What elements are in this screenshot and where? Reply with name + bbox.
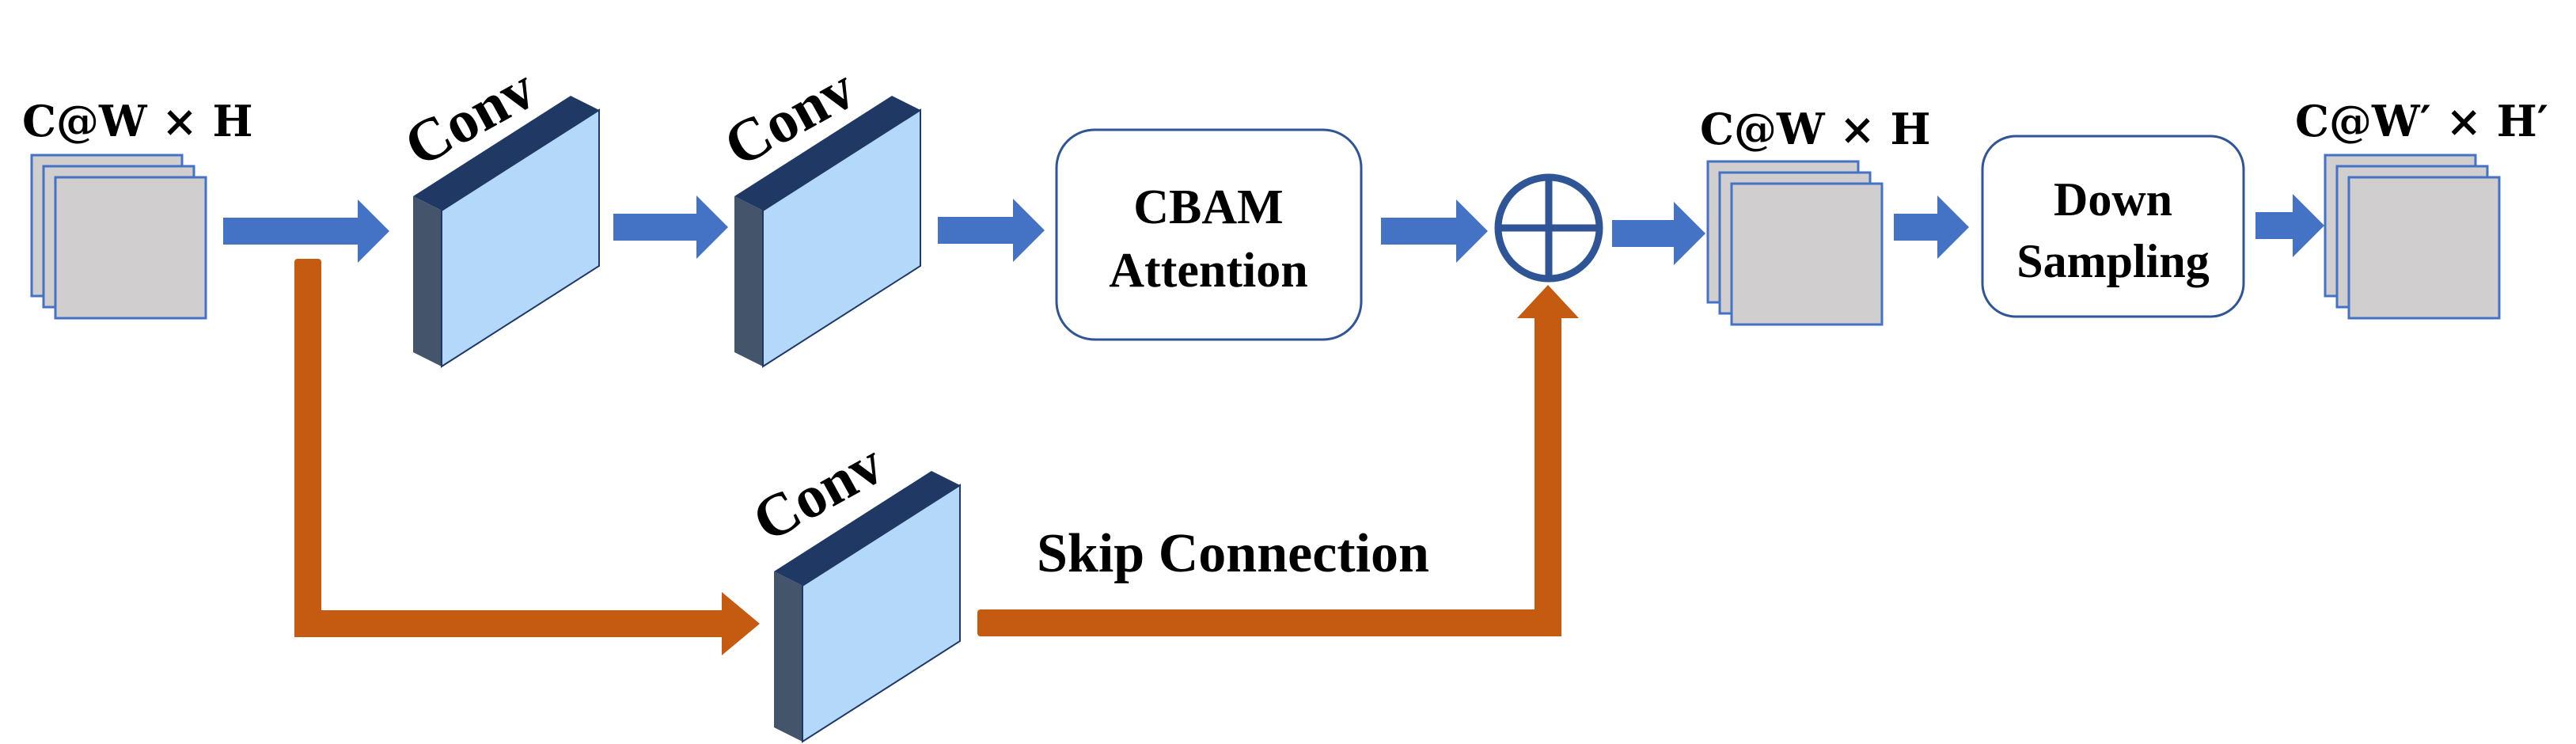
down-sampling-label-line2: Sampling xyxy=(2016,235,2209,287)
down-sampling-box xyxy=(1981,135,2245,318)
input-dimension-label: C@W × H xyxy=(22,96,253,146)
conv-block-skip xyxy=(774,471,961,743)
skip-arrow-right-up xyxy=(977,285,1579,636)
mid-dimension-label: C@W × H xyxy=(1700,104,1931,154)
arrow-add-to-feature-maps xyxy=(1612,202,1705,265)
input-feature-map-stack xyxy=(30,154,207,320)
skip-arrow-down-right xyxy=(294,259,760,655)
conv-block-2 xyxy=(734,96,921,368)
cbam-label-line1: CBAM xyxy=(1133,180,1283,234)
cbam-label-line2: Attention xyxy=(1109,244,1307,298)
skip-connection-label: Skip Connection xyxy=(1037,523,1429,584)
output-dimension-label: C@W′ × H′ xyxy=(2295,96,2548,146)
arrow-input-to-conv1 xyxy=(223,199,389,263)
down-sampling-label-line1: Down xyxy=(2054,173,2172,226)
conv-block-1 xyxy=(413,96,600,368)
arrow-conv1-to-conv2 xyxy=(613,195,728,259)
arrow-downsampling-to-output xyxy=(2255,194,2324,257)
arrow-feature-maps-to-downsampling xyxy=(1894,195,1969,259)
cbam-attention-box xyxy=(1055,128,1363,341)
elementwise-add-icon xyxy=(1494,173,1603,283)
arrow-conv2-to-cbam xyxy=(938,199,1045,262)
arrow-cbam-to-add xyxy=(1381,199,1488,263)
mid-feature-map-stack xyxy=(1706,160,1884,326)
output-feature-map-stack xyxy=(2324,154,2501,320)
